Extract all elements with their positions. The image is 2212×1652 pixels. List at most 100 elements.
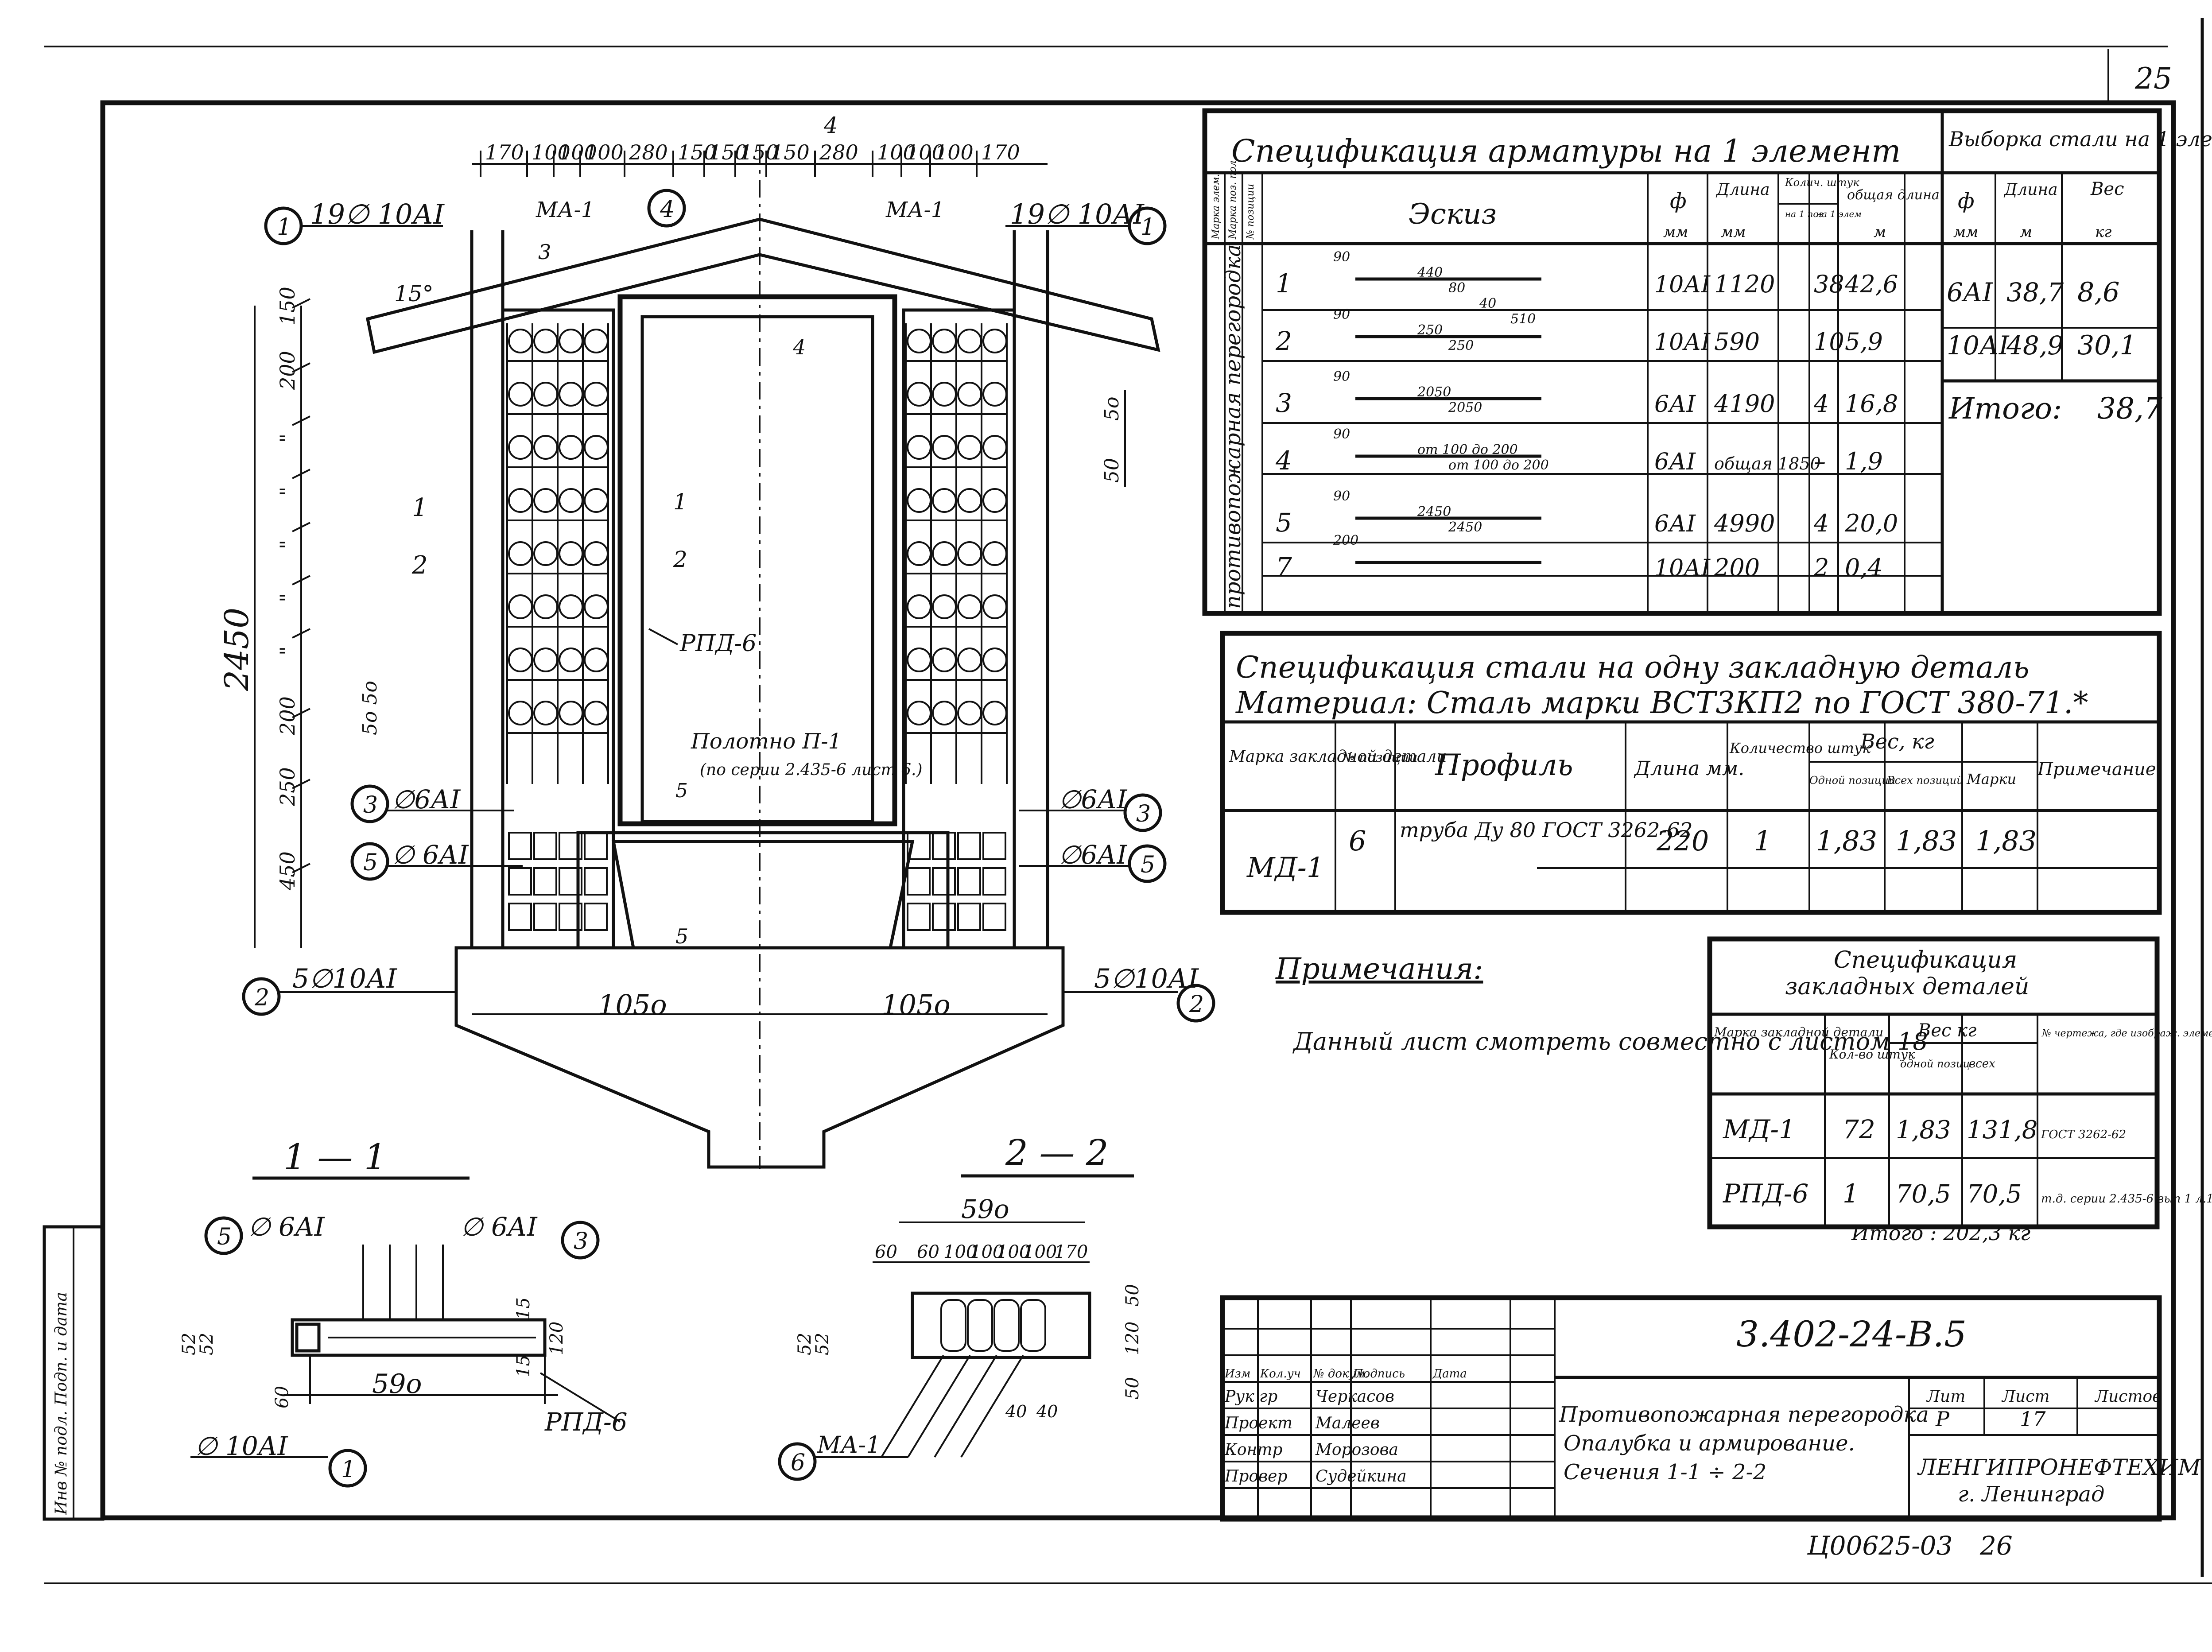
section-2-2-dim-left-a: 52 <box>795 1333 815 1355</box>
base-dim-left: 105о <box>598 989 667 1021</box>
det-cell-drawing: т.д. серии 2.435-6 вып 1 л.167 <box>2041 1192 2212 1206</box>
rebar-bar-circle <box>533 435 558 460</box>
emb-row-mark: МД-1 <box>1246 851 1324 884</box>
mark-4-middle: 4 <box>792 335 806 359</box>
bar-2-left: 5∅10АI <box>292 963 397 994</box>
bottom-number: 26 <box>1979 1531 2013 1561</box>
rebar-lower-cell <box>584 832 608 860</box>
spec-cell-pos: 5 <box>1276 508 1292 538</box>
section-2-2-dim-590: 59о <box>961 1194 1009 1224</box>
emb-h-w-all: Всех позиций <box>1886 774 1964 787</box>
rebar-bar-circle <box>559 382 583 407</box>
section-1-1-dim-right-c: 15 <box>513 1355 534 1377</box>
rebar-bar-circle <box>932 329 957 353</box>
stamp-role: Проект <box>1224 1414 1292 1432</box>
top-dim-value: 100 <box>877 140 916 164</box>
rebar-bar-circle <box>907 488 931 513</box>
spec-cell-qty: 38 <box>1814 270 1844 298</box>
rebar-lower-cell <box>533 867 557 896</box>
spec-cell-total: 42,6 <box>1844 270 1898 298</box>
spec-sketch-dim: 90 <box>1333 427 1350 442</box>
right-dim-50b: 50 <box>1101 458 1123 483</box>
rebar-bar-circle <box>982 594 1007 619</box>
rebar-bar-circle <box>584 701 609 725</box>
spec-cell-length: 4190 <box>1714 390 1775 418</box>
spec-cell-pos: 7 <box>1276 552 1292 582</box>
spec-sketch-dim: 40 <box>1479 296 1496 311</box>
rebar-element-name: противопожарная перегородка <box>1221 244 1246 609</box>
rebar-bar-circle <box>584 435 609 460</box>
rebar-bar-circle <box>982 329 1007 353</box>
emb-h-length: Длина мм. <box>1634 757 1744 780</box>
top-dim-value: 150 <box>678 140 717 164</box>
sel-cell-dia: 6АI <box>1947 277 1993 307</box>
det-h-weight: Вес кг <box>1917 1020 1976 1041</box>
rebar-lower-cell <box>957 832 981 860</box>
spec-cell-pos: 3 <box>1276 388 1292 418</box>
stamp-name: Малеев <box>1315 1414 1380 1432</box>
embedded-spec-table: Спецификация стали на одну закладную дет… <box>1220 631 2162 915</box>
stamp-role: Провер <box>1224 1467 1287 1485</box>
rebar-bar-circle <box>932 488 957 513</box>
section-2-2-dim-right-c: 50 <box>1122 1377 1143 1400</box>
rebar-bar-circle <box>508 541 533 566</box>
callout-2-right: 2 <box>1189 991 1204 1018</box>
sel-cell-dia: 10АI <box>1947 330 2010 361</box>
stamp-sheets-label: Листов <box>2094 1388 2162 1406</box>
callout-1-right: 1 <box>1141 214 1155 240</box>
left-dim-tick <box>292 415 310 426</box>
sel-h-length-unit: м <box>2020 223 2032 241</box>
section-1-1-title: 1 — 1 <box>283 1136 387 1178</box>
stamp-sheet-label: Лист <box>2001 1388 2050 1406</box>
bar-3-left: ∅6АI <box>392 784 461 814</box>
stamp-col-header: Дата <box>1432 1367 1467 1381</box>
emb-h-pos: № позиции <box>1341 750 1418 765</box>
s22-top-dim-value: 100 <box>943 1242 977 1262</box>
det-cell-mark: МД-1 <box>1723 1114 1795 1144</box>
sheet-frame <box>44 18 2212 1584</box>
spec-cell-qty: 10 <box>1814 328 1844 356</box>
rebar-bar-circle <box>932 594 957 619</box>
rebar-bar-circle <box>508 648 533 672</box>
rebar-bar-circle <box>907 435 931 460</box>
spec-cell-dia: 6АI <box>1654 391 1696 418</box>
stamp-lit-label: Лит <box>1926 1388 1965 1406</box>
top-dim-value: 100 <box>906 140 945 164</box>
spec-cell-pos: 4 <box>1275 446 1292 476</box>
spec-cell-dia: 10АI <box>1654 271 1711 298</box>
spec-sketch-dim: 90 <box>1333 369 1350 384</box>
sel-cell-weight: 30,1 <box>2077 330 2137 361</box>
det-h-w-one: одной позиц <box>1900 1058 1970 1070</box>
rebar-bar-circle <box>932 648 957 672</box>
sel-h-weight-unit: кг <box>2095 223 2112 241</box>
spec-cell-qty: 4 <box>1813 390 1829 418</box>
det-h-w-all: всех <box>1969 1057 1995 1070</box>
emb-h-mark: Марка закладной детали <box>1229 748 1447 766</box>
emb-row-length: 220 <box>1656 825 1709 857</box>
section-2-2-dim-bottom-b: 40 <box>1036 1402 1058 1421</box>
rebar-bar-circle <box>932 541 957 566</box>
spec-sketch-dim: 90 <box>1333 307 1350 322</box>
details-spec-table: Спецификация закладных деталей Марка зак… <box>1707 936 2212 1245</box>
left-dim-tick <box>292 779 310 789</box>
left-dim-tick <box>292 628 310 639</box>
spec-sketch-dim: 2050 <box>1448 400 1482 415</box>
spec-cell-total: 16,8 <box>1845 390 1898 418</box>
sel-h-length: Длина <box>2003 181 2058 199</box>
rebar-bar-circle <box>957 594 982 619</box>
rebar-spec-title: Спецификация арматуры на 1 элемент <box>1231 133 1901 169</box>
notes-block: Примечания: Данный лист смотреть совмест… <box>1275 952 1928 1055</box>
rebar-bar-circle <box>584 329 609 353</box>
stamp-name: Морозова <box>1315 1441 1398 1459</box>
rebar-lower-cell <box>932 903 956 931</box>
door-note: (по серии 2.435-6 лист 6.) <box>700 761 923 779</box>
emb-title-1: Спецификация стали на одну закладную дет… <box>1236 650 2030 685</box>
det-title-1: Спецификация <box>1834 947 2017 973</box>
section-2-2-dim-left-b: 52 <box>812 1333 833 1355</box>
stamp-code: 3.402-24-В.5 <box>1736 1314 1967 1355</box>
sel-cell-length: 48,9 <box>2006 330 2064 361</box>
rebar-bar-circle <box>508 382 533 407</box>
